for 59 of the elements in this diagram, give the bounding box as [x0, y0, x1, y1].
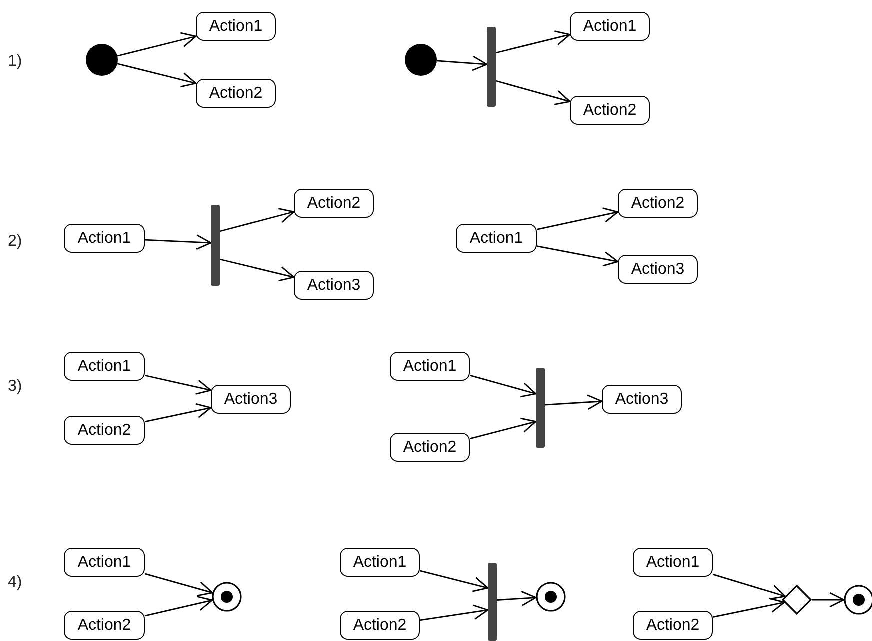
action-box: Action2	[64, 611, 145, 640]
final-node	[536, 582, 566, 612]
action-box: Action1	[196, 12, 276, 41]
action-box: Action2	[294, 189, 374, 218]
final-node	[844, 585, 872, 615]
arrow	[496, 80, 571, 106]
action-box: Action2	[570, 96, 650, 125]
section-number: 1)	[8, 53, 22, 71]
section-number: 2)	[8, 233, 22, 251]
arrow	[436, 56, 488, 72]
arrow	[470, 418, 537, 440]
action-box: Action1	[570, 12, 650, 41]
arrow	[420, 570, 489, 592]
arrow	[496, 590, 537, 606]
action-box: Action1	[390, 352, 470, 381]
fork-join-bar	[536, 368, 545, 448]
action-box: Action3	[211, 385, 291, 414]
action-box: Action2	[64, 416, 145, 445]
action-box: Action2	[390, 433, 470, 462]
action-box: Action2	[633, 611, 713, 640]
final-node	[212, 582, 242, 612]
action-box: Action1	[64, 352, 145, 381]
action-box: Action3	[602, 385, 682, 414]
fork-join-bar	[488, 563, 497, 641]
arrow	[496, 30, 571, 54]
arrow	[812, 592, 845, 608]
action-box: Action1	[64, 224, 145, 253]
action-box: Action3	[294, 271, 374, 300]
arrow	[220, 258, 295, 282]
arrow	[470, 374, 537, 398]
arrow	[536, 208, 619, 230]
action-box: Action2	[618, 189, 698, 218]
arrow	[144, 596, 214, 617]
action-box: Action1	[633, 548, 713, 577]
arrow	[220, 208, 295, 232]
section-number: 4)	[8, 574, 22, 592]
action-box: Action3	[618, 255, 698, 284]
action-box: Action1	[456, 224, 537, 253]
initial-node	[86, 44, 118, 76]
fork-join-bar	[211, 205, 220, 286]
action-box: Action1	[340, 548, 420, 577]
action-box: Action1	[64, 548, 145, 577]
action-box: Action2	[340, 611, 420, 640]
section-number: 3)	[8, 378, 22, 396]
merge-diamond	[782, 585, 812, 615]
arrow	[144, 573, 214, 597]
action-box: Action2	[196, 79, 276, 108]
fork-join-bar	[487, 27, 496, 107]
arrow	[117, 63, 197, 88]
arrow	[144, 374, 212, 395]
arrow	[144, 234, 212, 250]
arrow	[712, 598, 786, 618]
arrow	[712, 574, 786, 600]
arrow	[144, 403, 212, 423]
arrow	[544, 394, 603, 410]
arrow	[117, 32, 197, 57]
arrow	[420, 604, 489, 622]
arrow	[536, 246, 619, 267]
initial-node	[405, 44, 437, 76]
